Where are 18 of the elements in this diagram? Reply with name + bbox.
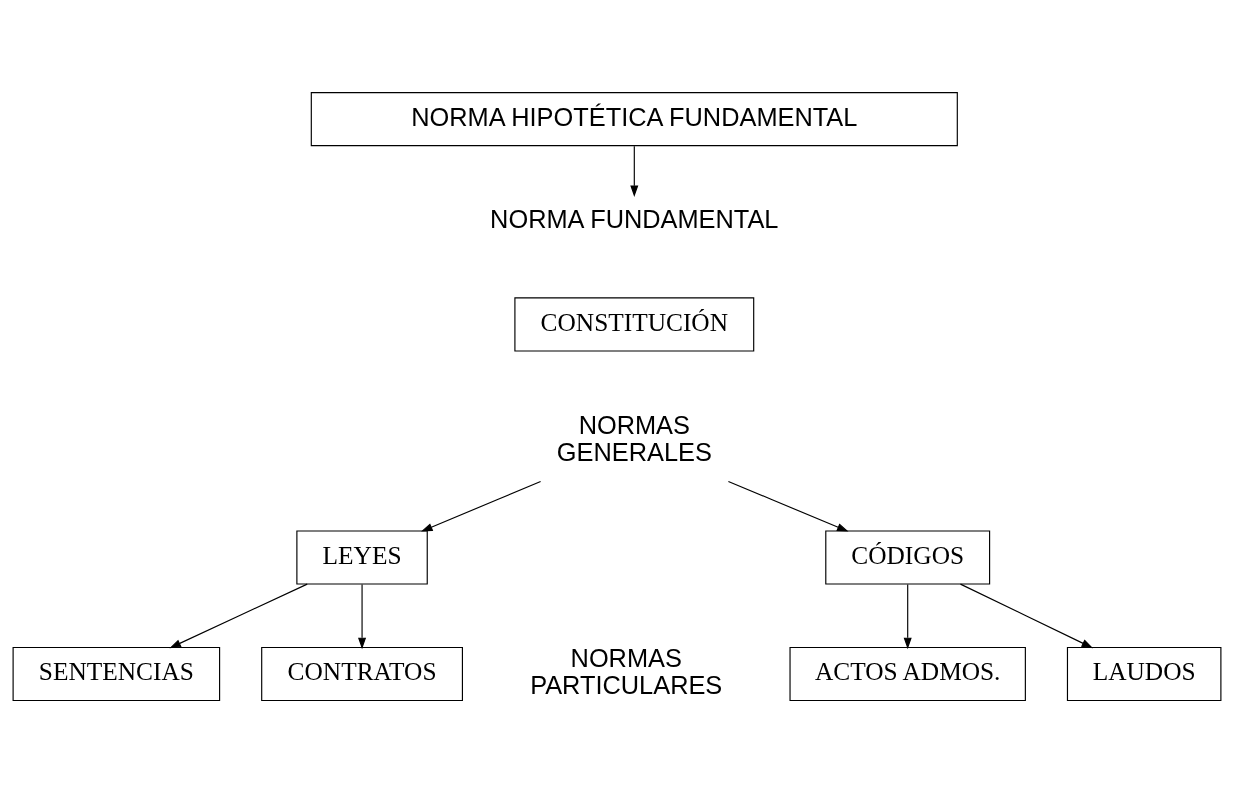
arrow xyxy=(169,583,308,648)
node-box: CÓDIGOS xyxy=(825,529,991,585)
label: NORMAS PARTICULARES xyxy=(530,643,723,699)
node-box: LAUDOS xyxy=(1066,646,1222,701)
arrow xyxy=(358,583,367,649)
node-box: CONTRATOS xyxy=(261,646,463,701)
arrow xyxy=(903,583,912,649)
arrow xyxy=(421,480,542,532)
node-box: CONSTITUCIÓN xyxy=(514,296,755,352)
node-box: LEYES xyxy=(296,529,428,585)
node-box: NORMA HIPOTÉTICA FUNDAMENTAL xyxy=(310,91,958,146)
arrow xyxy=(959,583,1094,648)
node-box: SENTENCIAS xyxy=(12,646,221,701)
node-text: NORMAS GENERALES xyxy=(556,410,712,466)
node-text: NORMA FUNDAMENTAL xyxy=(490,204,779,233)
arrow xyxy=(727,480,849,532)
node-box: ACTOS ADMOS. xyxy=(789,646,1026,701)
arrow xyxy=(630,145,639,197)
